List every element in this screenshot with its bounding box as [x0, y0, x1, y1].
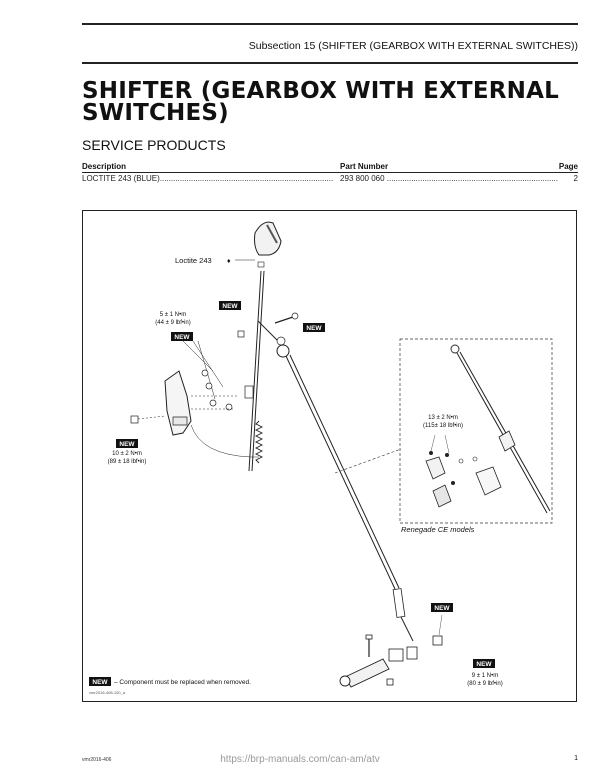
watermark-url: https://brp-manuals.com/can-am/atv — [220, 754, 380, 765]
gearbox-shift-lever — [339, 614, 443, 688]
return-spring — [190, 385, 264, 464]
dot-leader: ........................................… — [159, 174, 334, 183]
shift-knob — [254, 221, 282, 256]
svg-text:NEW: NEW — [174, 334, 190, 341]
service-products-table: Description Part Number Page LOCTITE 243… — [82, 162, 578, 183]
column-part-number: Part Number — [340, 162, 558, 173]
table-header-row: Description Part Number Page — [82, 162, 578, 173]
product-page-link[interactable]: 2 — [573, 174, 578, 183]
loctite-label: Loctite 243 — [175, 256, 212, 265]
new-badge: NEW — [219, 301, 241, 310]
header-rule-bottom — [82, 62, 578, 64]
page-number: 1 — [574, 755, 578, 762]
svg-text:NEW: NEW — [306, 325, 322, 332]
header-rule-top — [82, 23, 578, 25]
column-description: Description — [82, 162, 341, 173]
svg-text:NEW: NEW — [434, 605, 450, 612]
svg-text:NEW: NEW — [222, 303, 238, 310]
svg-text:NEW: NEW — [119, 441, 135, 448]
product-part-number: 293 800 060 — [340, 174, 385, 183]
svg-text:NEW: NEW — [92, 679, 108, 686]
drop-icon: ♦ — [227, 258, 231, 265]
exploded-view-figure: Loctite 243 ♦ NEW NEW NEW NEW NEW — [82, 210, 577, 702]
svg-text:NEW: NEW — [476, 661, 492, 668]
torque-spec-bottom: 9 ± 1 N•m — [472, 673, 498, 679]
torque-spec-bottom-imperial: (80 ± 9 lbf•in) — [467, 681, 502, 687]
knob-nut — [257, 261, 265, 268]
torque-spec-left-imperial: (89 ± 18 lbf•in) — [108, 459, 147, 465]
new-badge: NEW — [116, 439, 138, 448]
new-badge: NEW — [171, 332, 193, 341]
document-code: vmr2016-406 — [82, 757, 112, 763]
inset-shift-rod — [450, 344, 551, 514]
column-page: Page — [557, 162, 578, 173]
shift-lever — [248, 270, 279, 472]
service-products-heading: SERVICE PRODUCTS — [82, 137, 226, 153]
torque-spec-inset-imperial: (115± 18 lbf•in) — [423, 423, 463, 429]
new-badge: NEW — [431, 603, 453, 612]
inset-caption: Renegade CE models — [401, 525, 475, 534]
torque-spec-inset: 13 ± 2 N•m — [428, 415, 458, 421]
inset-box — [399, 338, 553, 524]
torque-spec-left: 10 ± 2 N•m — [112, 451, 142, 457]
shifter-bracket — [130, 369, 238, 436]
product-description: LOCTITE 243 (BLUE) — [82, 174, 160, 183]
shifter-exploded-diagram: Loctite 243 ♦ NEW NEW NEW NEW NEW — [89, 221, 553, 695]
torque-spec-top: 5 ± 1 N•m — [160, 312, 186, 318]
table-row: LOCTITE 243 (BLUE)......................… — [82, 173, 578, 183]
dot-leader: ........................................… — [386, 174, 558, 183]
legend-text: – Component must be replaced when remove… — [114, 679, 251, 686]
page-title: SHIFTER (GEARBOX WITH EXTERNAL SWITCHES) — [82, 78, 559, 126]
new-badge: NEW — [303, 323, 325, 332]
subsection-header: Subsection 15 (SHIFTER (GEARBOX WITH EXT… — [248, 40, 578, 52]
shift-rod — [276, 344, 414, 642]
inset-switch-assembly — [425, 434, 502, 508]
new-badge: NEW — [473, 659, 495, 668]
legend-new-badge: NEW — [89, 677, 111, 686]
figure-code: vmr2016-408-100_a — [89, 690, 126, 695]
torque-spec-top-imperial: (44 ± 9 lbf•in) — [155, 320, 190, 326]
